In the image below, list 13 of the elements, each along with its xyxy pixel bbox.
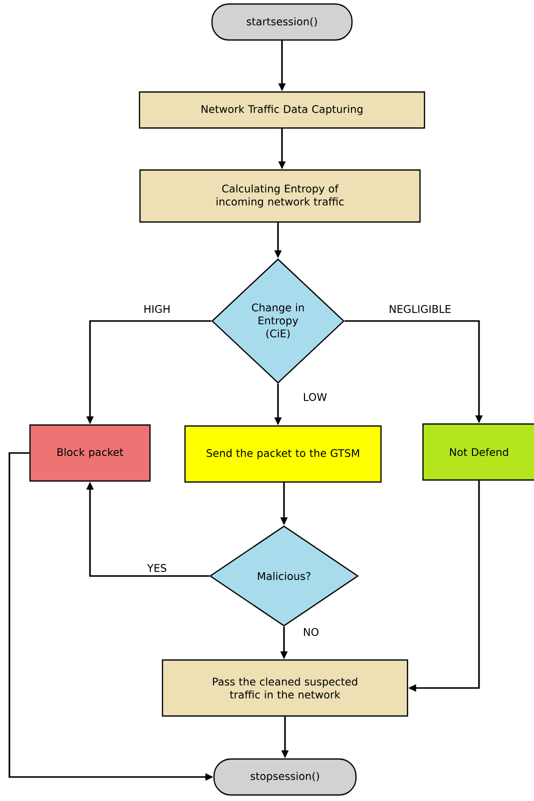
edge-label: YES <box>146 563 168 573</box>
process-box: Not Defend <box>422 423 534 481</box>
edge-label: HIGH <box>142 304 172 314</box>
edge-label: NO <box>302 627 320 637</box>
process-box: Network Traffic Data Capturing <box>138 91 426 129</box>
edge-label: NEGLIGIBLE <box>388 304 452 314</box>
terminal-pill: startsession() <box>211 3 353 41</box>
process-box: Calculating Entropy of incoming network traffic <box>139 169 421 223</box>
edge-label: LOW <box>302 392 328 402</box>
process-box: Pass the cleaned suspected traffic in the network <box>162 659 408 717</box>
process-box: Send the packet to the GTSM <box>184 425 382 483</box>
process-box: Block packet <box>29 424 151 482</box>
terminal-pill: stopsession() <box>213 758 357 796</box>
